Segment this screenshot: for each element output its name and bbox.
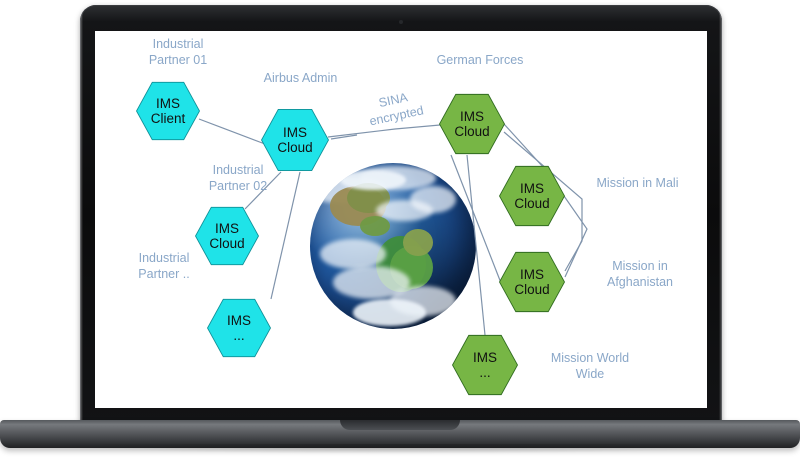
node-ims-client-line1: IMS bbox=[155, 95, 180, 111]
node-mission-worldwide-line2: ... bbox=[479, 365, 491, 380]
node-mission-mali-line2: Cloud bbox=[514, 196, 550, 211]
connector-admin-to-partner02 bbox=[244, 171, 282, 210]
earth-globe bbox=[310, 163, 476, 329]
laptop-shadow bbox=[40, 444, 760, 454]
node-airbus-admin-line1: IMS bbox=[282, 124, 307, 140]
node-mission-mali-line1: IMS bbox=[519, 180, 544, 196]
connector-lines bbox=[198, 118, 588, 336]
laptop-screen: IMS Client IMS Cloud IMS Cloud IMS ... bbox=[95, 31, 707, 408]
connector-admin-to-german bbox=[327, 124, 441, 138]
label-industrial-partner-dots: Industrial Partner .. bbox=[138, 251, 190, 281]
node-german-forces-line1: IMS bbox=[459, 108, 484, 124]
node-partner-02-line1: IMS bbox=[214, 220, 239, 236]
label-mission-in-mali: Mission in Mali bbox=[596, 176, 679, 190]
connector-german-to-afghan bbox=[503, 131, 583, 272]
node-partner-dots[interactable]: IMS ... bbox=[208, 299, 270, 357]
label-mission-in-afghanistan: Mission in Afghanistan bbox=[606, 259, 674, 289]
node-mission-worldwide-line1: IMS bbox=[472, 349, 497, 365]
connector-sina-left-stub bbox=[330, 134, 358, 140]
node-partner-02-line2: Cloud bbox=[209, 236, 245, 251]
connector-mali-arc bbox=[563, 195, 588, 278]
node-partner-dots-line2: ... bbox=[233, 328, 245, 343]
network-topology-diagram: IMS Client IMS Cloud IMS Cloud IMS ... bbox=[95, 31, 707, 408]
label-mission-world-wide: Mission World Wide bbox=[550, 351, 630, 381]
connector-german-to-worldwide bbox=[466, 154, 486, 336]
laptop-base bbox=[0, 420, 800, 448]
label-industrial-partner-02: Industrial Partner 02 bbox=[208, 163, 268, 193]
label-industrial-partner-01: Industrial Partner 01 bbox=[148, 37, 208, 67]
node-ims-client-line2: Client bbox=[150, 111, 186, 126]
node-german-forces-line2: Cloud bbox=[454, 124, 490, 139]
label-german-forces: German Forces bbox=[436, 53, 524, 67]
connector-admin-to-partner-dots bbox=[270, 171, 301, 300]
connector-german-down-left bbox=[450, 154, 502, 284]
node-airbus-admin-line2: Cloud bbox=[277, 140, 313, 155]
camera-icon bbox=[399, 20, 403, 24]
node-partner-dots-line1: IMS bbox=[226, 312, 251, 328]
node-mission-afghan-line1: IMS bbox=[519, 266, 544, 282]
label-airbus-admin: Airbus Admin bbox=[263, 71, 338, 85]
connector-client-to-admin bbox=[198, 118, 266, 145]
node-mission-afghan-line2: Cloud bbox=[514, 282, 550, 297]
laptop-base-notch bbox=[340, 420, 460, 430]
